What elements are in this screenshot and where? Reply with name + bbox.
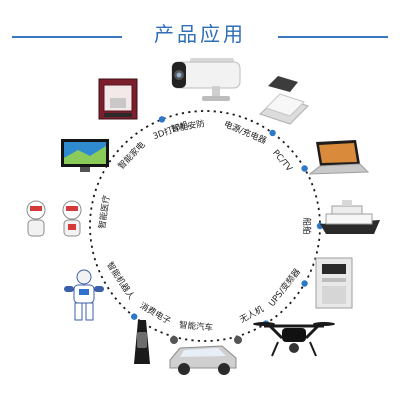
tv-icon [61, 139, 109, 172]
title-left-rule [12, 36, 122, 38]
3d-printer-icon [98, 78, 138, 120]
medical-robot-icon [26, 200, 82, 237]
security-camera-icon [171, 58, 241, 101]
ring-dot [158, 116, 166, 123]
drone-icon [253, 322, 335, 357]
ship-icon [320, 200, 380, 234]
page-title: 产品应用 [154, 22, 246, 46]
smart-band-icon [134, 320, 150, 364]
dashed-ring [89, 110, 321, 342]
ring-dot [269, 129, 276, 137]
ring-dot [301, 165, 308, 172]
car-icon [169, 336, 242, 375]
ring-dot [301, 280, 308, 287]
ring-dot [130, 313, 138, 320]
inverter-icon [315, 257, 353, 309]
wireless-charger-icon [259, 76, 309, 125]
robot-icon [64, 269, 104, 321]
title-right-rule [278, 36, 388, 38]
laptop-icon [308, 140, 370, 175]
